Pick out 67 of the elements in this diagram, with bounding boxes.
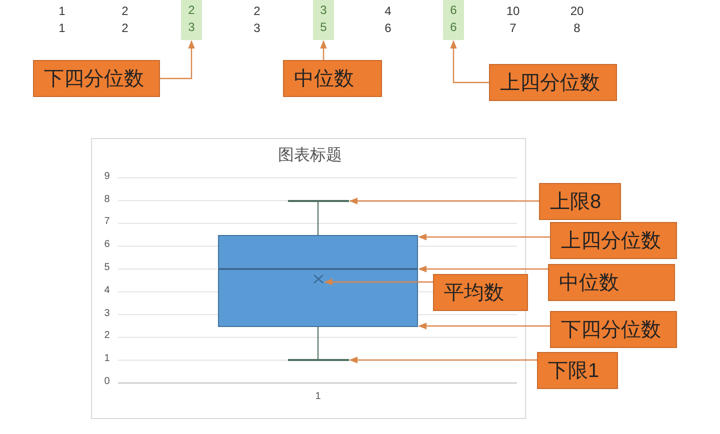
callout-box [539,183,621,220]
whisker-line [317,202,319,235]
leader-arrow [349,198,539,204]
axis-tick-label: 9 [103,170,111,182]
axis-tick-label: 2 [103,330,111,342]
highlighted-cell [443,0,464,40]
table-value: 8 [572,21,582,35]
median-line [218,268,418,270]
callout-text: 下限1 [548,359,600,384]
whisker-cap [288,359,349,361]
leader-arrow [349,356,537,364]
mean-marker [313,274,324,284]
whisker-cap [288,200,349,202]
table-value: 2 [252,4,262,18]
table-value: 10 [505,4,521,18]
table-value: 1 [58,4,66,18]
axis-tick-label: 6 [103,239,111,250]
cell-value: 3 [188,19,195,36]
box [218,235,418,327]
axis-tick-label: 8 [103,194,111,205]
leader-arrow [324,278,433,286]
axis-tick-label: 7 [103,216,111,228]
callout-text: 中位数 [294,67,354,92]
table-value: 4 [384,4,392,18]
axis-tick-label: 3 [103,308,111,319]
highlighted-cell [313,0,334,40]
callout-text: 上四分位数 [561,229,661,254]
cell-value: 6 [450,19,457,36]
callout-text: 中位数 [559,271,619,296]
callout-text: 下四分位数 [44,67,144,92]
callout-box [283,60,382,97]
callout-box [433,274,528,311]
leader-arrow [418,234,550,240]
leader-arrow [320,40,327,60]
callout-text: 上四分位数 [500,71,600,96]
cell-value: 6 [450,2,457,19]
callout-text: 下四分位数 [561,318,661,343]
whisker-line [317,327,319,359]
table-value: 2 [120,4,130,18]
leader-arrow [160,40,195,80]
axis-tick-label: 1 [103,353,111,364]
callout-text: 上限8 [550,190,602,215]
table-value: 3 [252,21,262,35]
table-value: 2 [120,21,130,35]
category-label: 1 [314,391,322,402]
axis-tick-label: 4 [103,284,111,296]
table-value: 20 [569,4,585,18]
axis-tick-label: 5 [103,262,111,273]
axis-tick-label: 0 [103,376,111,387]
callout-box [537,352,618,389]
callout-box [550,311,677,348]
callout-box [33,60,160,97]
callout-box [489,64,617,101]
chart-title: 图表标题 [277,146,343,166]
leader-arrow [450,40,489,84]
leader-arrow [418,266,548,272]
table-value: 6 [384,21,392,35]
callout-text: 平均数 [444,281,504,306]
cell-value: 3 [320,2,327,19]
callout-box [550,222,677,259]
cell-value: 5 [320,19,327,36]
leader-arrow [418,322,550,330]
table-value: 1 [58,21,66,35]
table-value: 7 [508,21,518,35]
callout-box [548,264,675,301]
highlighted-cell [181,0,202,40]
cell-value: 2 [188,2,195,19]
